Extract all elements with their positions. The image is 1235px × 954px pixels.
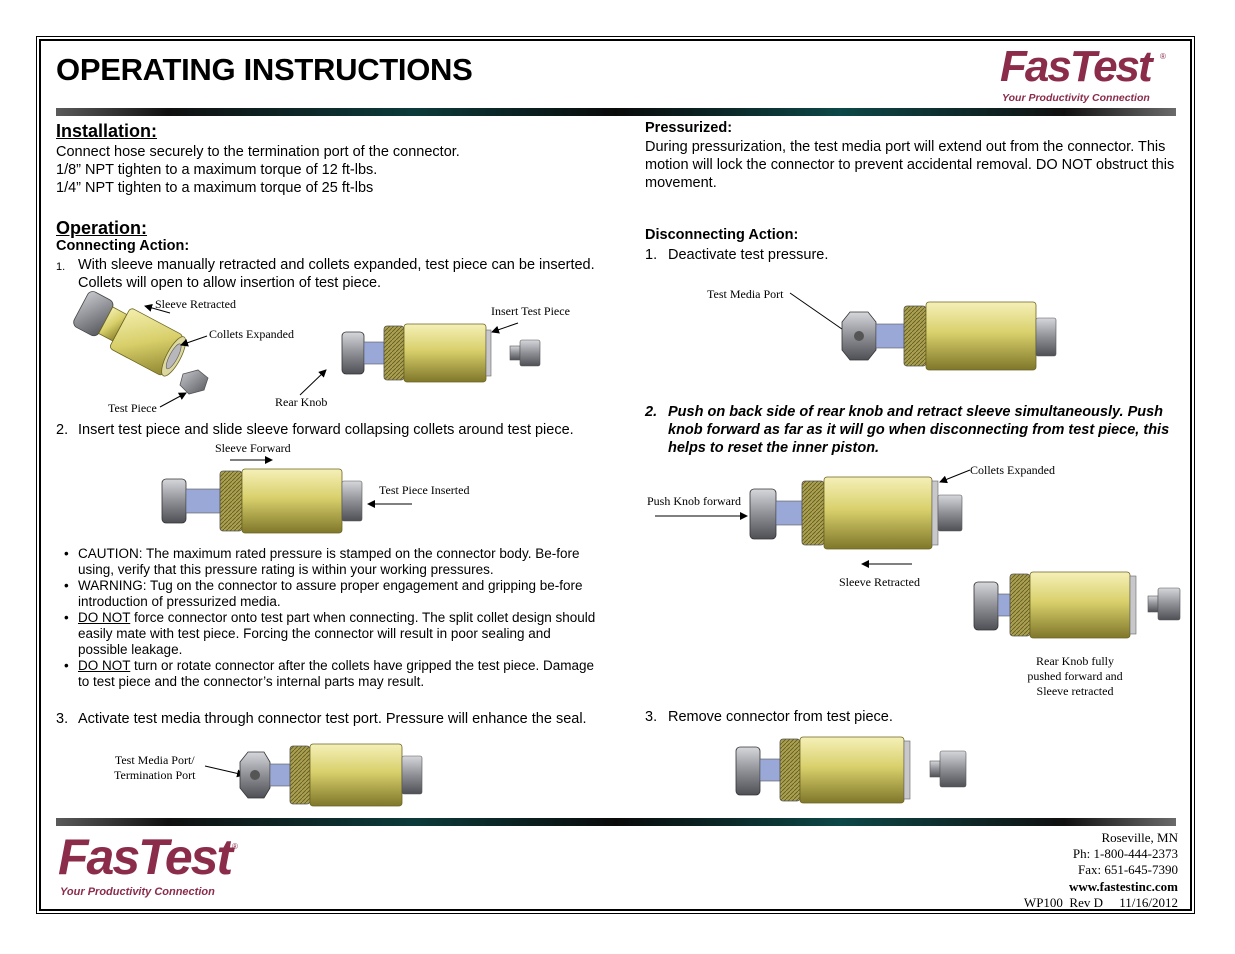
label-sleeve-retracted: Sleeve Retracted xyxy=(155,297,236,311)
logo-tagline: Your Productivity Connection xyxy=(60,886,215,898)
label-collets-expanded-2: Collets Expanded xyxy=(970,463,1055,477)
disconnecting-step-2: 2. Push on back side of rear knob and re… xyxy=(645,403,1180,457)
step-number: 3. xyxy=(645,709,658,725)
disconnecting-heading: Disconnecting Action: xyxy=(645,227,799,243)
installation-line: 1/4” NPT tighten to a maximum torque of … xyxy=(56,180,374,196)
bullet-caution: CAUTION: The maximum rated pressure is s… xyxy=(56,546,596,578)
footer-contact: Roseville, MN Ph: 1-800-444-2373 Fax: 65… xyxy=(900,830,1178,911)
connector-side-illustration-5 xyxy=(749,476,963,550)
bullet-text: WARNING: Tug on the connector to assure … xyxy=(78,578,583,609)
label-collets-expanded: Collets Expanded xyxy=(209,327,294,341)
footer-fax: Fax: 651-645-7390 xyxy=(1077,862,1178,877)
bullet-do-not-turn: DO NOT turn or rotate connector after th… xyxy=(56,658,596,690)
label-line: Rear Knob fully xyxy=(1036,654,1114,668)
label-test-media-port-termination: Test Media Port/ Termination Port xyxy=(114,753,195,783)
label-sleeve-retracted-2: Sleeve Retracted xyxy=(839,575,920,589)
step-text: Remove connector from test piece. xyxy=(668,709,893,725)
step-text: Activate test media through connector te… xyxy=(78,711,587,727)
header-logo: FasTest ® Your Productivity Connection xyxy=(998,42,1173,106)
label-line: Termination Port xyxy=(114,768,196,782)
bullet-do-not-force: DO NOT force connector onto test part wh… xyxy=(56,610,596,658)
bullet-lead: DO NOT xyxy=(78,610,131,625)
logo-wordmark: FasTest xyxy=(1000,42,1153,91)
step-text: Insert test piece and slide sleeve forwa… xyxy=(78,422,574,438)
label-push-knob-forward: Push Knob forward xyxy=(647,494,741,508)
connector-side-illustration-2 xyxy=(161,468,363,534)
operation-heading: Operation: xyxy=(56,218,148,238)
installation-line: Connect hose securely to the termination… xyxy=(56,144,460,160)
connecting-step-2: 2. Insert test piece and slide sleeve fo… xyxy=(56,421,576,439)
installation-text: Connect hose securely to the termination… xyxy=(56,143,616,197)
logo-registered: ® xyxy=(1160,52,1166,61)
label-line: Test Media Port/ xyxy=(114,753,195,767)
step-text: Deactivate test pressure. xyxy=(668,247,829,263)
connecting-step-1: 1. With sleeve manually retracted and co… xyxy=(56,256,596,292)
page-title: OPERATING INSTRUCTIONS xyxy=(56,52,473,87)
label-test-media-port: Test Media Port xyxy=(707,287,784,301)
page-frame-outer xyxy=(36,36,1195,914)
step-text: With sleeve manually retracted and colle… xyxy=(78,257,595,291)
safety-bullets: CAUTION: The maximum rated pressure is s… xyxy=(56,546,596,690)
header-divider xyxy=(56,108,1176,116)
bullet-text: CAUTION: The maximum rated pressure is s… xyxy=(78,546,580,577)
page-frame-inner xyxy=(39,39,1192,911)
step-number: 2. xyxy=(645,404,658,420)
bullet-warning: WARNING: Tug on the connector to assure … xyxy=(56,578,596,610)
footer-phone: Ph: 1-800-444-2373 xyxy=(1072,846,1178,861)
installation-line: 1/8” NPT tighten to a maximum torque of … xyxy=(56,162,378,178)
connecting-heading: Connecting Action: xyxy=(56,238,190,254)
bullet-lead: DO NOT xyxy=(78,658,131,673)
bullet-text: force connector onto test part when conn… xyxy=(78,610,596,657)
connecting-step-3: 3. Activate test media through connector… xyxy=(56,710,601,728)
footer-website-link[interactable]: www.fastestinc.com xyxy=(1068,879,1178,894)
label-test-piece-inserted: Test Piece Inserted xyxy=(379,483,470,497)
footer-divider xyxy=(56,818,1176,826)
connector-side-illustration-7 xyxy=(735,736,967,804)
installation-heading: Installation: xyxy=(56,121,158,141)
bullet-text: turn or rotate connector after the colle… xyxy=(78,658,595,689)
label-rear-knob-fully: Rear Knob fully pushed forward and Sleev… xyxy=(1010,654,1140,699)
bullet-list: CAUTION: The maximum rated pressure is s… xyxy=(56,546,596,690)
logo-tagline: Your Productivity Connection xyxy=(1002,92,1150,104)
step-number: 1. xyxy=(56,261,66,273)
label-line: pushed forward and xyxy=(1027,669,1123,683)
connector-angled-illustration xyxy=(73,291,209,395)
disconnecting-step-1: 1. Deactivate test pressure. xyxy=(645,246,1045,264)
pressurized-text: During pressurization, the test media po… xyxy=(645,139,1175,191)
logo-registered: ® xyxy=(232,842,238,851)
logo-wordmark: FasTest xyxy=(58,829,233,885)
pressurized-heading: Pressurized: xyxy=(645,120,733,136)
label-test-piece: Test Piece xyxy=(108,401,157,415)
footer-city: Roseville, MN xyxy=(1101,830,1178,845)
footer-logo: FasTest ® Your Productivity Connection xyxy=(58,829,248,900)
label-rear-knob: Rear Knob xyxy=(275,395,328,409)
step-number: 2. xyxy=(56,422,69,438)
step-number: 3. xyxy=(56,711,69,727)
label-line: Sleeve retracted xyxy=(1036,684,1114,698)
connector-side-illustration-3 xyxy=(239,743,423,807)
label-sleeve-forward: Sleeve Forward xyxy=(215,441,291,455)
footer-doc-rev: WP100 Rev D 11/16/2012 xyxy=(1023,895,1178,910)
step-text: Push on back side of rear knob and retra… xyxy=(668,404,1170,456)
step-number: 1. xyxy=(645,247,658,263)
label-insert-test-piece: Insert Test Piece xyxy=(491,304,570,318)
disconnecting-step-3: 3. Remove connector from test piece. xyxy=(645,708,1045,726)
connector-side-illustration-1 xyxy=(341,323,541,383)
connector-side-illustration-6 xyxy=(973,571,1181,639)
connector-side-illustration-4 xyxy=(841,301,1057,371)
